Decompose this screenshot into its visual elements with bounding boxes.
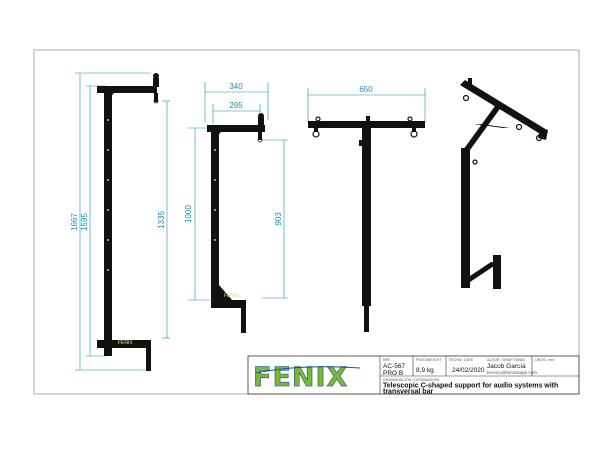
view-4-isometric <box>460 78 548 289</box>
view-1-tall-c-support: 1667 1595 1335 FENIX <box>70 72 170 371</box>
author-label: AUTOR / DRAFTSMAN <box>487 358 525 362</box>
author-email: tecnico@fenixstage.com <box>487 370 537 375</box>
dim-width-inner: 295 <box>229 101 243 110</box>
units-label: UNITS: mm <box>535 358 554 362</box>
title-block: FENIX REF. AC-567 PRO B PESO/WEIGHT 8,9 … <box>247 355 580 396</box>
view-3-front-t-view: 650 <box>307 85 426 332</box>
date-value: 24/02/2020 <box>452 367 485 374</box>
view-2-short-c-support: 340 295 1000 903 FENIX <box>184 82 288 333</box>
ref-value-1: AC-567 <box>383 363 405 370</box>
designation-line-2: transversal bar <box>383 389 433 396</box>
dim-height-inner: 903 <box>274 212 283 226</box>
dim-clear-height: 1335 <box>157 211 166 229</box>
brand-label-view1: FENIX <box>118 340 133 346</box>
brand-label-view2: FENIX <box>224 293 239 299</box>
dim-height-outer: 1000 <box>184 205 193 223</box>
dim-inner-height: 1595 <box>80 213 89 231</box>
designation-label: DENOMINACIÓN / DESIGNATION <box>383 377 439 382</box>
date-label: FECHA / DATE <box>449 358 474 362</box>
ref-label: REF. <box>383 358 391 362</box>
fenix-logo: FENIX <box>253 362 361 393</box>
weight-value: 8,9 kg <box>416 367 434 374</box>
ref-value-2: PRO B <box>383 370 403 377</box>
designation-line-1: Telescopic C-shaped support for audio sy… <box>383 383 558 390</box>
dim-width-outer: 340 <box>229 82 243 91</box>
dim-total-height: 1667 <box>70 213 79 231</box>
dim-bar-width: 650 <box>359 85 373 94</box>
author-name: Jacob García <box>487 363 526 370</box>
weight-label: PESO/WEIGHT <box>416 358 442 362</box>
